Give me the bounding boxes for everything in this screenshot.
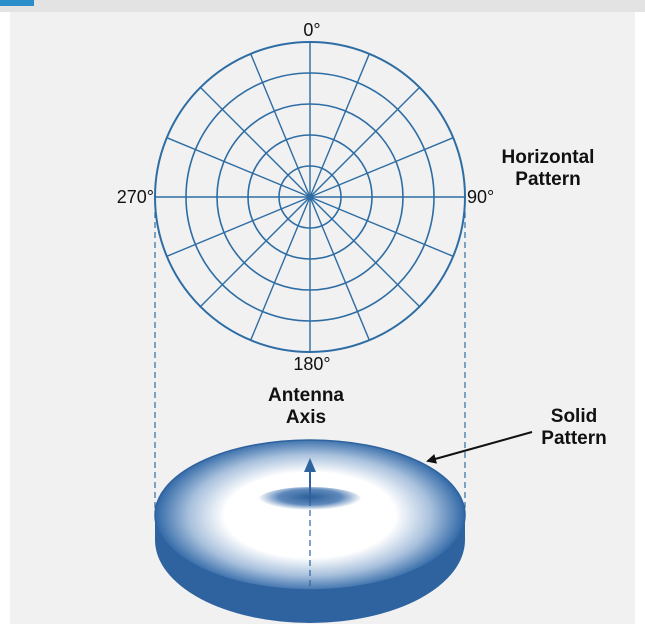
antenna-axis-arrow-icon — [304, 458, 316, 472]
polar-radial-line — [199, 196, 311, 308]
polar-radial-line — [199, 86, 311, 198]
angle-label-180: 180° — [293, 354, 330, 374]
polar-radial-line — [309, 196, 370, 341]
horizontal-pattern-label-line2: Pattern — [515, 169, 580, 190]
angle-label-90: 90° — [467, 187, 494, 207]
horizontal-pattern-label-line1: Horizontal — [502, 147, 595, 168]
angle-label-270: 270° — [117, 187, 154, 207]
polar-radial-line — [309, 137, 454, 198]
horizontal-pattern-polar-grid — [154, 41, 466, 353]
antenna-axis-label-line2: Axis — [286, 407, 326, 428]
polar-radial-line — [309, 86, 421, 198]
polar-radial-line — [166, 137, 311, 198]
polar-radial-line — [250, 53, 311, 198]
solid-pattern-pointer-arrow — [426, 431, 533, 464]
polar-radial-line — [309, 196, 454, 257]
top-bar-accent — [0, 0, 34, 6]
polar-radial-line — [166, 196, 311, 257]
angle-label-0: 0° — [303, 20, 320, 40]
solid-pattern-label-line1: Solid — [551, 406, 597, 427]
polar-radial-line — [250, 196, 311, 341]
polar-radial-line — [309, 196, 421, 308]
solid-pattern-label-line2: Pattern — [541, 428, 606, 449]
antenna-axis-label-line1: Antenna — [268, 385, 344, 406]
polar-radial-line — [309, 53, 370, 198]
top-bar — [0, 0, 645, 12]
